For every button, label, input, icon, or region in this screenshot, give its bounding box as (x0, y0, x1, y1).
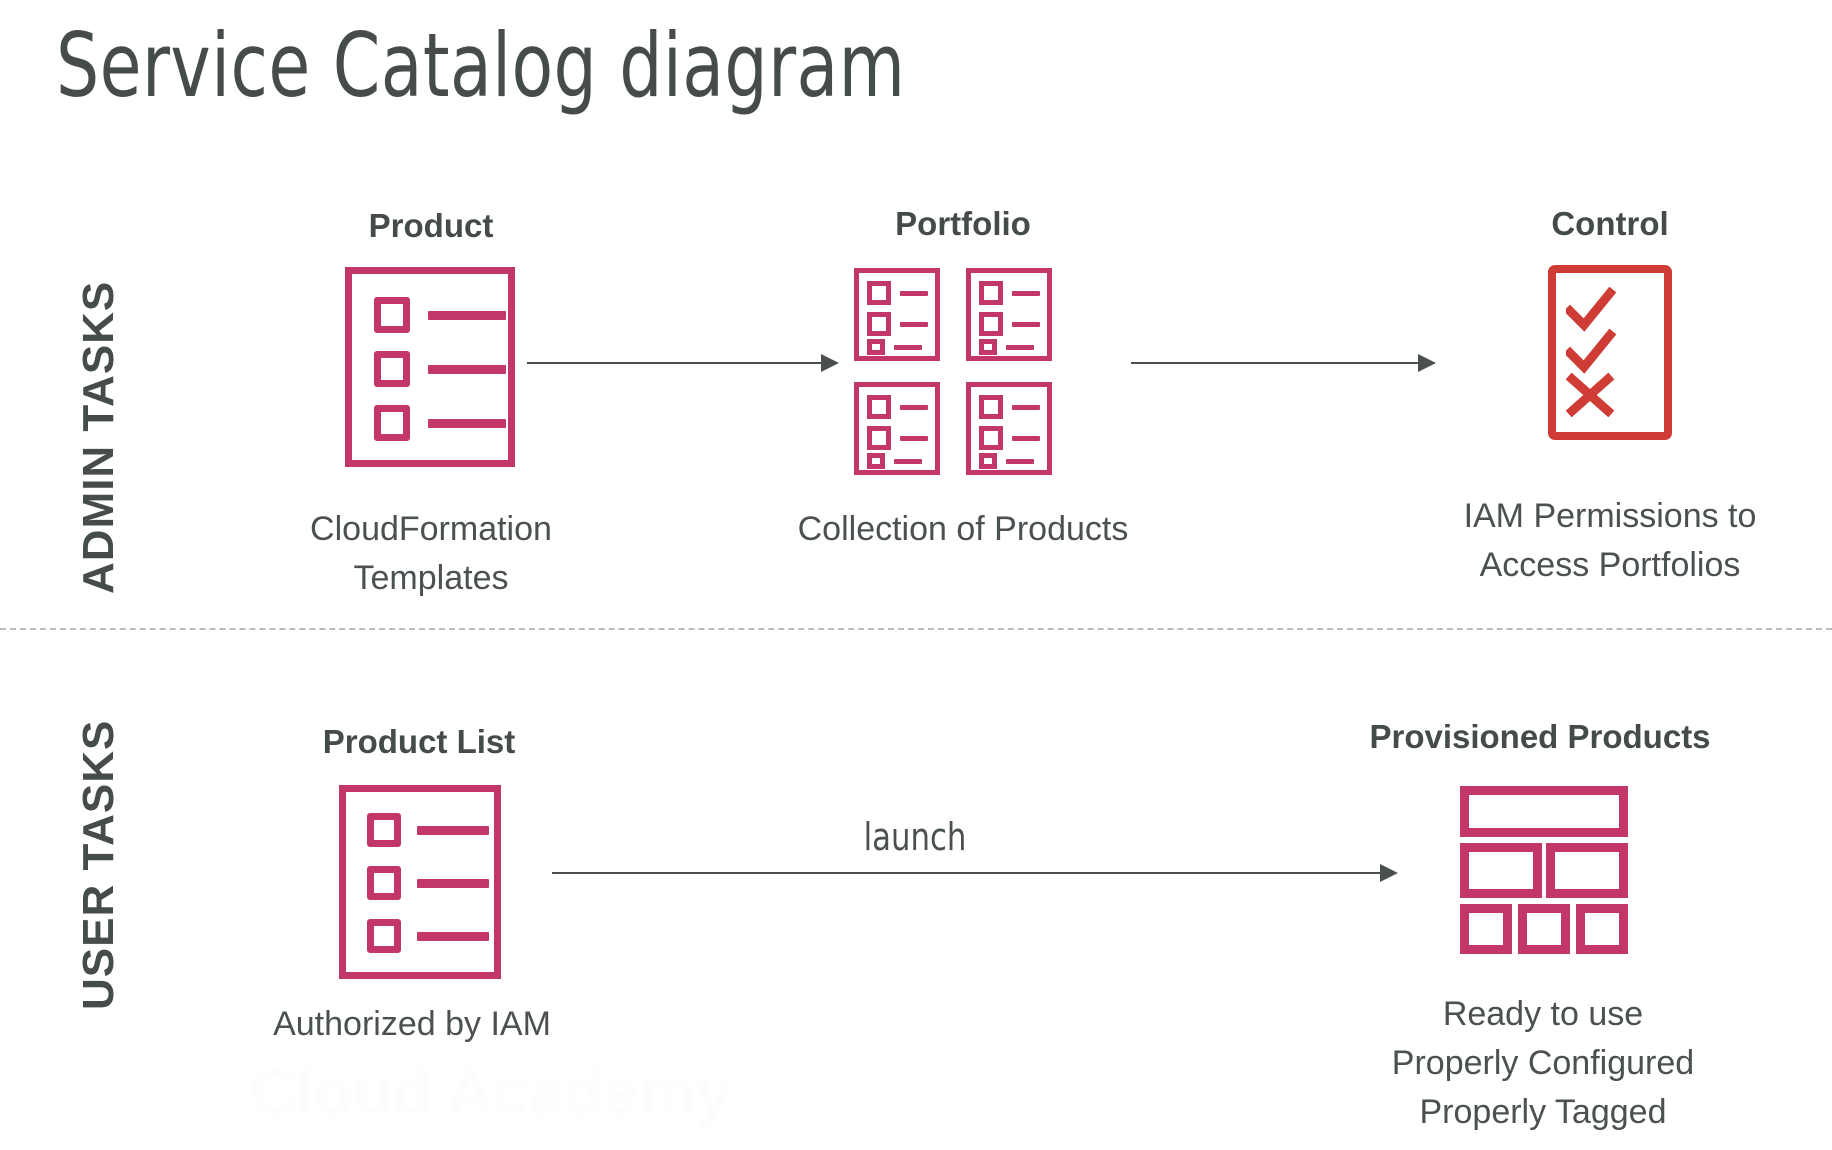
node-title-provisioned-products: Provisioned Products (1369, 718, 1711, 755)
provisioned-blocks-icon (1460, 786, 1630, 956)
node-title-product-list: Product List (322, 723, 516, 760)
lane-label-user-tasks: USER TASKS (74, 719, 123, 1010)
caption-product: CloudFormation Templates (310, 510, 552, 597)
product-list-icon (339, 785, 501, 979)
watermark: Cloud Academy (250, 1056, 732, 1128)
node-title-product: Product (368, 207, 494, 244)
checklist-control-icon (1548, 265, 1672, 440)
node-title-control: Control (1551, 205, 1669, 242)
portfolio-grid-icon (854, 268, 1072, 475)
arrow-label-launch: launch (863, 815, 967, 859)
caption-control: IAM Permissions to Access Portfolios (1463, 497, 1757, 584)
arrow-productlist-to-provisioned (552, 862, 1398, 884)
arrow-portfolio-to-control (1131, 352, 1436, 374)
control-marks (1566, 287, 1617, 417)
caption-product-list: Authorized by IAM (273, 1005, 551, 1043)
caption-portfolio: Collection of Products (797, 510, 1129, 548)
product-list-icon (345, 267, 515, 467)
lane-divider (0, 628, 1832, 630)
page-title: Service Catalog diagram (56, 14, 906, 117)
caption-provisioned-products: Ready to use Properly Configured Properl… (1391, 995, 1695, 1131)
arrow-product-to-portfolio (527, 352, 839, 374)
node-title-portfolio: Portfolio (895, 205, 1031, 242)
lane-label-admin-tasks: ADMIN TASKS (74, 280, 123, 594)
